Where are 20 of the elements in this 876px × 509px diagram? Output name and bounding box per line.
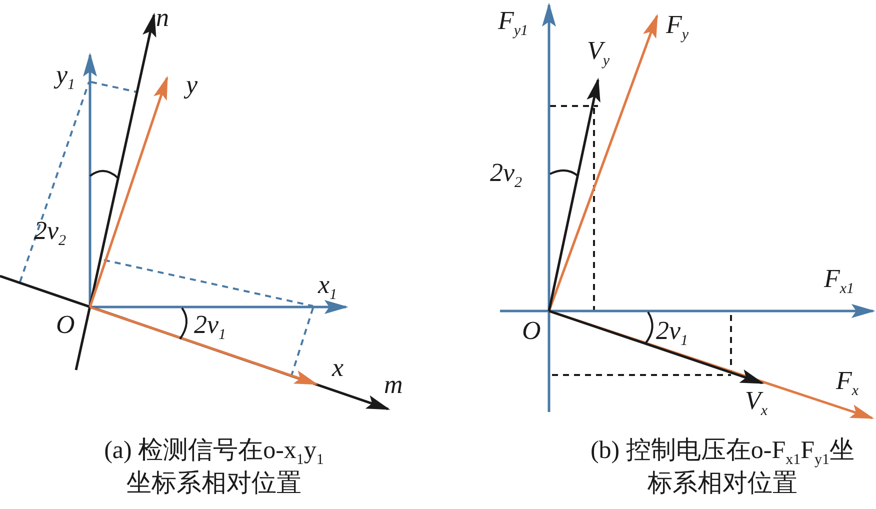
axis-label: n (156, 5, 169, 31)
axis-label: x$_{1}$ (318, 272, 338, 303)
axis-label: x (332, 355, 344, 381)
angle-label: 2v$_{2}$ (34, 218, 66, 249)
origin-label: O (56, 312, 75, 338)
axis-label: y (186, 72, 198, 98)
vector-label: F$_{y}$ (666, 12, 689, 43)
caption: (a) 检测信号在o-x$_{1}$y$_{1}$坐标系相对位置 (103, 436, 325, 499)
origin-label: O (522, 318, 541, 344)
vector-label: V$_{x}$ (745, 388, 768, 419)
axis-label: y$_{1}$ (56, 62, 76, 93)
angle-label: 2v$_{1}$ (656, 318, 688, 349)
vector-label: V$_{y}$ (587, 38, 610, 69)
axis-label: F$_{y1}$ (498, 8, 528, 39)
angle-label: 2v$_{1}$ (194, 312, 226, 343)
caption: (b) 控制电压在o-F$_{x1}$F$_{y1}$坐标系相对位置 (589, 436, 856, 499)
axis-label: m (384, 372, 403, 398)
vector-label: F$_{x}$ (836, 368, 859, 399)
angle-label: 2v$_{2}$ (490, 160, 522, 191)
axis-label: F$_{x1}$ (824, 266, 854, 297)
